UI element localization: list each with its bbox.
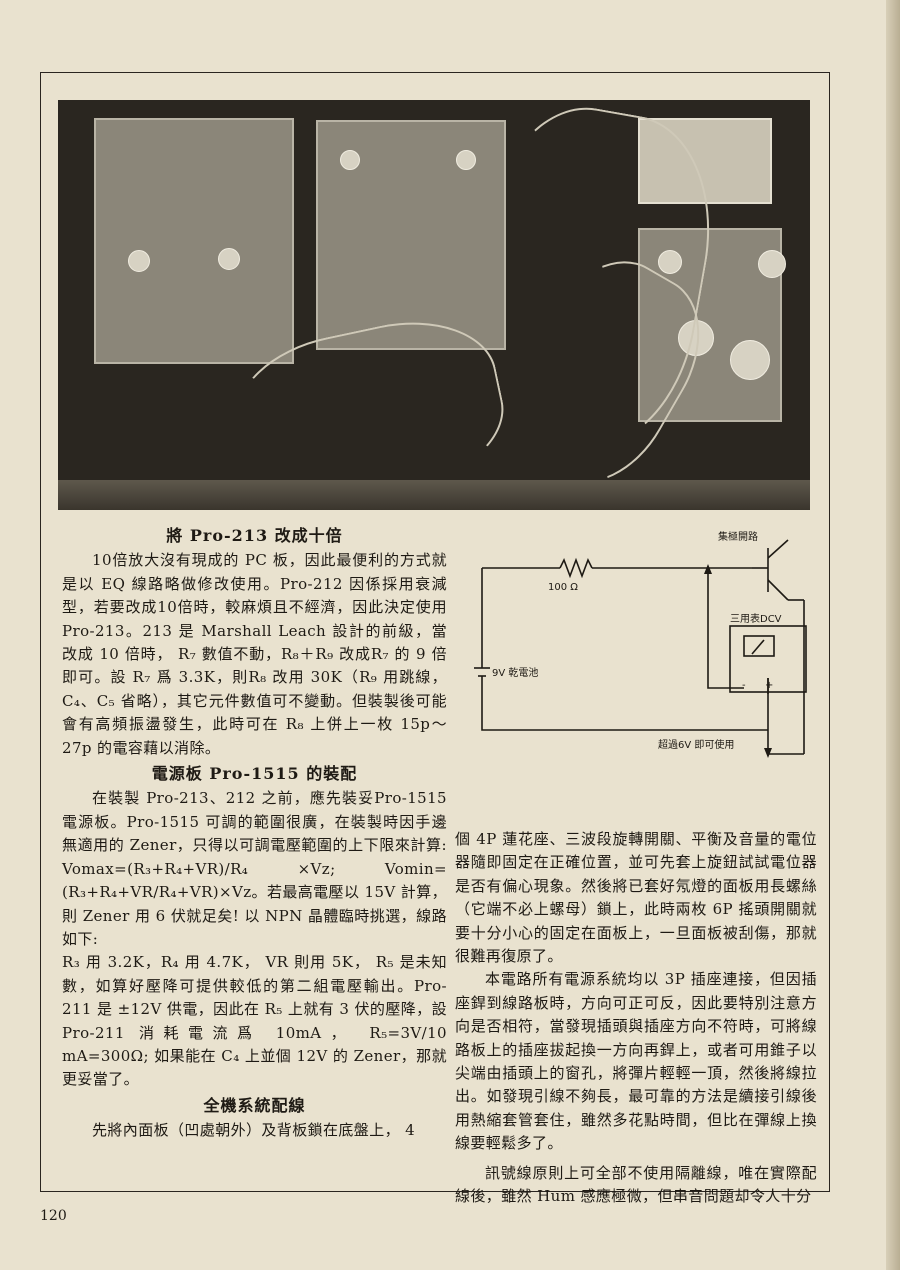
label-battery: 9V 乾電池	[492, 666, 538, 679]
paragraph-pro1515-1: 在裝製 Pro-213、212 之前，應先裝妥Pro-1515 電源板。Pro-…	[62, 789, 447, 948]
pcb-board-left	[94, 118, 294, 364]
label-meter-minus: -	[742, 680, 746, 691]
page-edge	[886, 0, 900, 1270]
chassis-front-edge	[58, 480, 810, 510]
left-column: 將 Pro-213 改成十倍 10倍放大沒有現成的 PC 板，因此最便利的方式就…	[62, 522, 447, 1143]
section-title-wiring: 全機系統配線	[203, 1095, 306, 1115]
paragraph-pro213: 10倍放大沒有現成的 PC 板，因此最便利的方式就是以 EQ 線路略做修改使用。…	[62, 551, 447, 757]
section-title-pro1515: 電源板 Pro-1515 的裝配	[151, 764, 358, 784]
label-multimeter: 三用表DCV	[730, 612, 782, 625]
paragraph-wiring: 先將內面板（凹處朝外）及背板鎖在底盤上， 4	[92, 1121, 416, 1140]
label-note: 超過6V 即可使用	[658, 738, 734, 751]
section-title-pro213: 將 Pro-213 改成十倍	[166, 526, 343, 545]
paragraph-wiring-continued: 個 4P 蓮花座、三波段旋轉開關、平衡及音量的電位器隨即固定在正確位置，並可先套…	[455, 830, 817, 966]
label-resistor: 100 Ω	[548, 582, 578, 593]
paragraph-pro1515-2: R₃ 用 3.2K，R₄ 用 4.7K， VR 則用 5K， R₅ 是未知數，如…	[62, 953, 447, 1089]
label-meter-plus: +	[765, 680, 773, 691]
page-number: 120	[40, 1208, 67, 1224]
transformer	[638, 118, 772, 204]
test-circuit-diagram: 集極開路 100 Ω 9V 乾電池 三用表DCV - + 超過6V 即可使用	[474, 530, 807, 758]
label-open-collector: 集極開路	[718, 530, 758, 543]
paragraph-signal-wires: 訊號線原則上可全部不使用隔離線，唯在實際配線後，雖然 Hum 感應極微，但串音問…	[455, 1163, 817, 1206]
paragraph-power-connectors: 本電路所有電源系統均以 3P 插座連接，但因插座銲到線路板時，方向可正可反，因此…	[455, 970, 817, 1153]
amplifier-chassis-photo	[58, 100, 810, 510]
right-column: 個 4P 蓮花座、三波段旋轉開關、平衡及音量的電位器隨即固定在正確位置，並可先套…	[455, 828, 817, 1209]
page-frame	[40, 72, 830, 1192]
